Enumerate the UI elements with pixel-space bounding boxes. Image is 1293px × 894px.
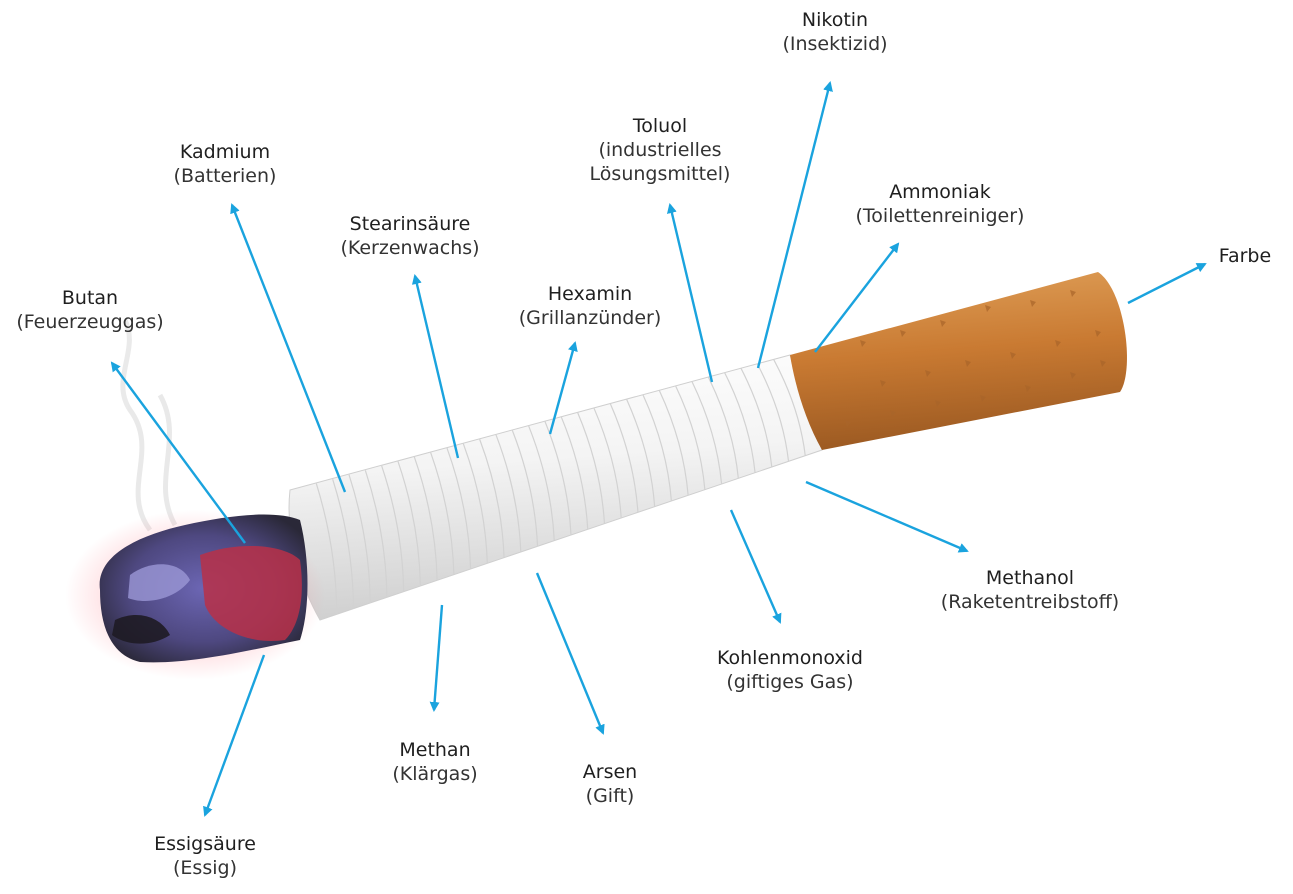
label-name: Ammoniak	[830, 180, 1050, 204]
label-toluol: Toluol (industrielles Lösungsmittel)	[565, 114, 755, 186]
label-desc-line: Lösungsmittel)	[565, 162, 755, 186]
arrow-arsen	[537, 573, 603, 733]
label-nikotin: Nikotin (Insektizid)	[760, 8, 910, 56]
label-methanol: Methanol (Raketentreibstoff)	[920, 566, 1140, 614]
label-desc: (Kerzenwachs)	[320, 236, 500, 260]
arrow-methan	[434, 605, 442, 710]
label-stearinsaeure: Stearinsäure (Kerzenwachs)	[320, 212, 500, 260]
label-name: Toluol	[565, 114, 755, 138]
label-desc-line: (industrielles	[565, 138, 755, 162]
label-desc: (Insektizid)	[760, 32, 910, 56]
label-farbe: Farbe	[1205, 244, 1285, 268]
arrow-kohlenmonoxid	[731, 510, 780, 622]
label-name: Stearinsäure	[320, 212, 500, 236]
label-desc: (industrielles Lösungsmittel)	[565, 138, 755, 186]
label-name: Methan	[375, 738, 495, 762]
label-arsen: Arsen (Gift)	[560, 760, 660, 808]
label-butan: Butan (Feuerzeuggas)	[0, 286, 180, 334]
arrow-stearinsaeure	[415, 276, 458, 458]
label-name: Hexamin	[495, 282, 685, 306]
label-name: Kadmium	[145, 140, 305, 164]
label-hexamin: Hexamin (Grillanzünder)	[495, 282, 685, 330]
label-desc: (Klärgas)	[375, 762, 495, 786]
label-name: Butan	[0, 286, 180, 310]
burning-tip	[65, 510, 325, 680]
label-ammoniak: Ammoniak (Toilettenreiniger)	[830, 180, 1050, 228]
label-desc: (Essig)	[135, 856, 275, 880]
label-kohlenmonoxid: Kohlenmonoxid (giftiges Gas)	[690, 646, 890, 694]
arrow-nikotin	[758, 83, 830, 368]
label-name: Farbe	[1205, 244, 1285, 268]
label-name: Methanol	[920, 566, 1140, 590]
label-desc: (Feuerzeuggas)	[0, 310, 180, 334]
arrow-methanol	[806, 482, 967, 551]
label-desc: (Grillanzünder)	[495, 306, 685, 330]
label-kadmium: Kadmium (Batterien)	[145, 140, 305, 188]
label-methan: Methan (Klärgas)	[375, 738, 495, 786]
label-name: Arsen	[560, 760, 660, 784]
arrow-farbe	[1128, 264, 1205, 303]
cigarette-body	[289, 355, 822, 620]
label-name: Nikotin	[760, 8, 910, 32]
label-desc: (Raketentreibstoff)	[920, 590, 1140, 614]
label-name: Essigsäure	[135, 832, 275, 856]
label-desc: (Batterien)	[145, 164, 305, 188]
cigarette-filter	[790, 272, 1127, 450]
label-name: Kohlenmonoxid	[690, 646, 890, 670]
label-essigsaeure: Essigsäure (Essig)	[135, 832, 275, 880]
smoke	[123, 320, 175, 530]
label-desc: (Gift)	[560, 784, 660, 808]
label-desc: (Toilettenreiniger)	[830, 204, 1050, 228]
label-desc: (giftiges Gas)	[690, 670, 890, 694]
